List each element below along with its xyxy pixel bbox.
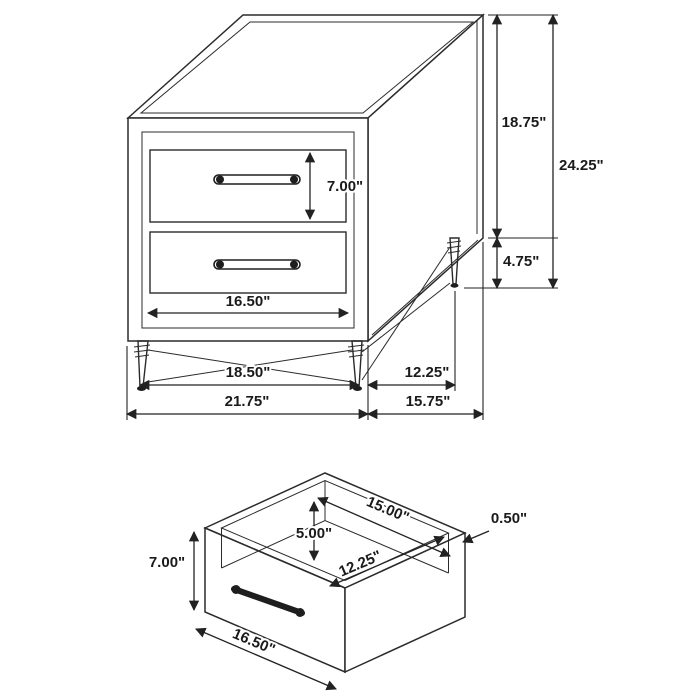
overall-depth-label: 15.75" bbox=[406, 393, 451, 410]
front-left-leg bbox=[133, 340, 151, 391]
dim-drawer-box-front-height: 7.00" bbox=[147, 530, 200, 612]
drawer-handle bbox=[231, 585, 305, 617]
nightstand-top-face-inset bbox=[139, 21, 475, 114]
dim-drawer-width: 16.50" bbox=[146, 291, 350, 319]
leg-height-label: 4.75" bbox=[503, 253, 539, 270]
drawer-interior-height-label: 5.00" bbox=[296, 525, 332, 542]
overall-height-label: 24.25" bbox=[559, 157, 604, 174]
side-leg-brace bbox=[361, 246, 451, 381]
bottom-drawer-front bbox=[149, 231, 347, 294]
dim-bottom-spans: 18.50" 12.25" 21.75" 15.75" bbox=[125, 242, 485, 420]
dim-heights-right: 18.75" 24.25" 4.75" bbox=[464, 13, 606, 290]
nightstand-front-face bbox=[127, 117, 369, 342]
drawer-width-label: 16.50" bbox=[226, 293, 271, 310]
front-leg-brace bbox=[147, 349, 353, 383]
overall-width-label: 21.75" bbox=[225, 393, 270, 410]
drawer-front-height-label: 7.00" bbox=[327, 178, 363, 195]
drawer-figure: 7.00" 5.00" 15.00" 12.25" 0.50" 16.50" bbox=[147, 472, 529, 691]
front-right-leg bbox=[347, 340, 365, 391]
nightstand-front-frame-inner bbox=[141, 131, 355, 329]
upper-case-height-label: 18.75" bbox=[502, 114, 547, 131]
drawer-wall-thickness-label: 0.50" bbox=[491, 510, 527, 527]
dim-drawer-wall-thickness: 0.50" bbox=[462, 508, 529, 544]
dim-drawer-front-height: 7.00" bbox=[304, 151, 365, 221]
side-leg-span-label: 12.25" bbox=[405, 364, 450, 381]
drawer-box-front-height-label: 7.00" bbox=[149, 554, 185, 571]
top-drawer-front bbox=[149, 149, 347, 223]
bottom-drawer-handle bbox=[213, 259, 301, 270]
top-drawer-handle bbox=[213, 174, 301, 185]
front-leg-span-label: 18.50" bbox=[226, 364, 271, 381]
nightstand-side-bottom-inset bbox=[371, 239, 479, 336]
nightstand-figure: 7.00" 16.50" 18.75" 24.25" 4.75" 18.5 bbox=[125, 13, 606, 420]
